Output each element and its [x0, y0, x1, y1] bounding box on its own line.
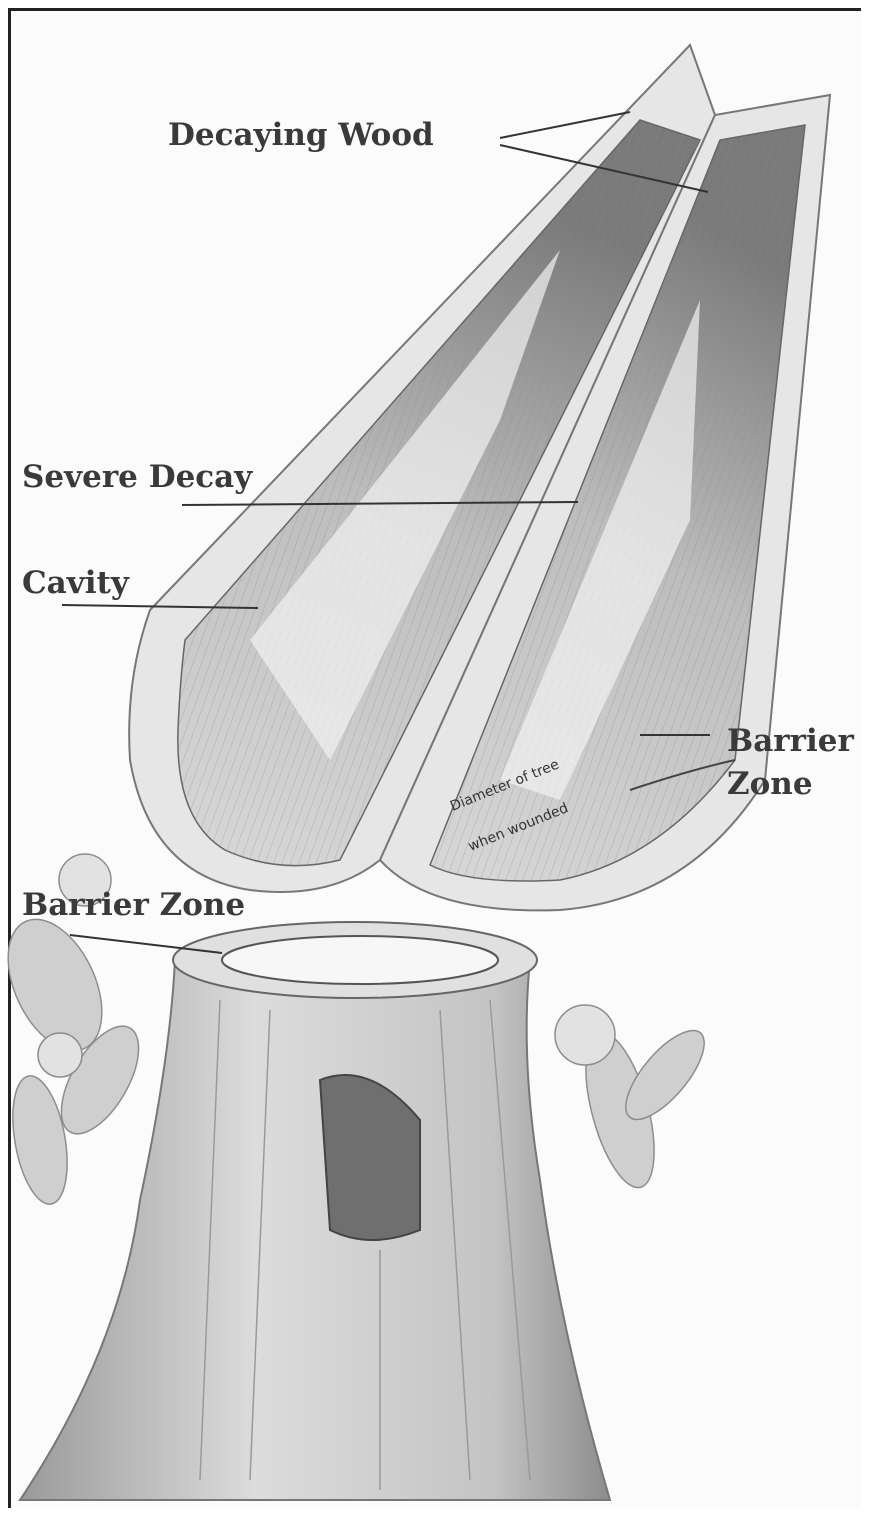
label-barrier-right-2: Zone: [727, 765, 813, 803]
label-severe-decay: Severe Decay: [22, 458, 252, 496]
label-barrier-right-1: Barrier: [727, 722, 854, 760]
foliage-right-icon: [555, 1005, 717, 1195]
label-barrier-zone-left: Barrier Zone: [22, 886, 245, 924]
stump-icon: [20, 922, 610, 1500]
label-cavity: Cavity: [22, 564, 129, 602]
label-decaying-wood: Decaying Wood: [168, 116, 434, 154]
